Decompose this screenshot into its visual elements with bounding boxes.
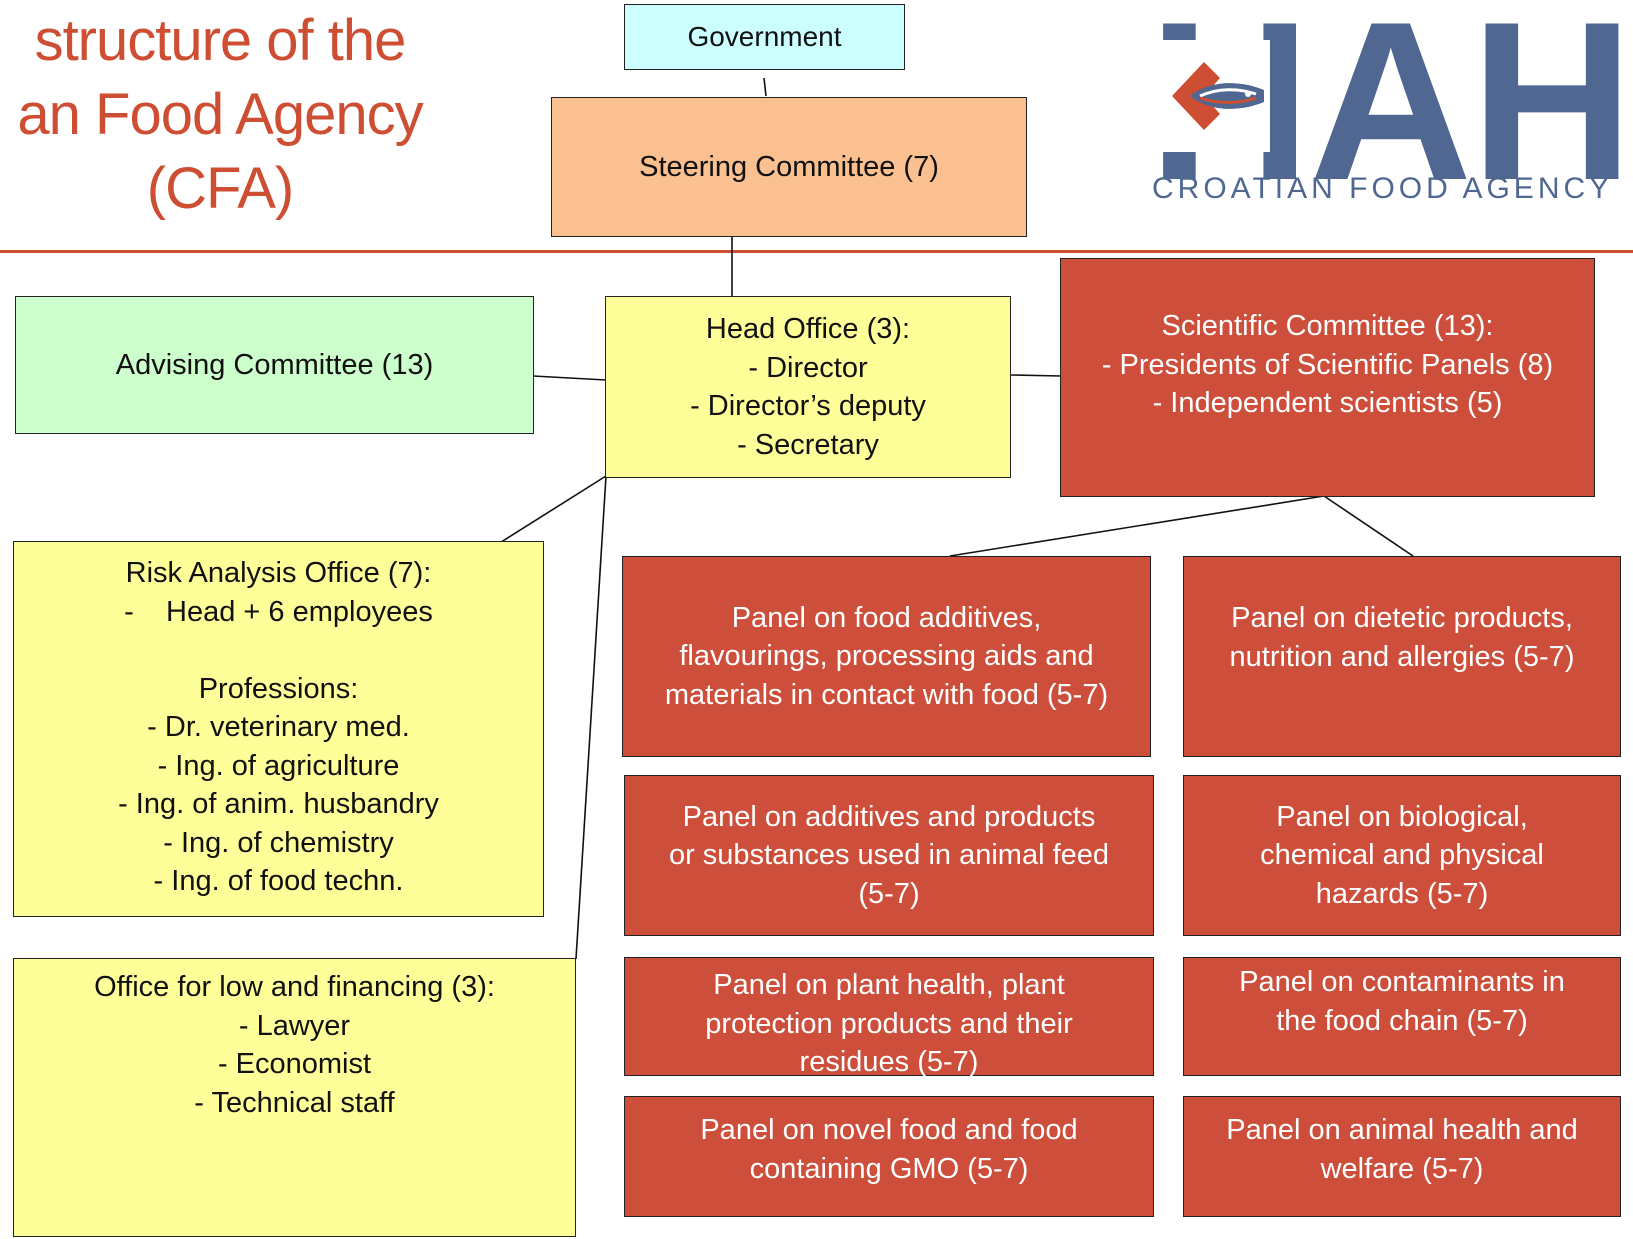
- scientific-committee-line: Scientific Committee (13):: [1161, 310, 1494, 342]
- head-office-line: Head Office (3):: [705, 313, 911, 345]
- scientific-committee-line: - Presidents of Scientific Panels (8): [1101, 348, 1554, 381]
- risk-office-line: [14, 631, 543, 670]
- risk-office-line: - Ing. of food techn.: [153, 865, 404, 897]
- finance-office-line: - Technical staff: [194, 1086, 395, 1119]
- title-line-1: structure of the: [34, 8, 407, 73]
- panel-line: materials in contact with food (5-7): [664, 678, 1109, 711]
- title-line-2: an Food Agency: [17, 82, 423, 147]
- panel-food-additives-box: Panel on food additives, flavourings, pr…: [622, 556, 1151, 757]
- croatian-food-agency-logo: HAH CROATIAN FOOD AGENCY: [1148, 0, 1633, 214]
- risk-office-line: - Dr. veterinary med.: [147, 711, 410, 743]
- steering-committee-box: Steering Committee (7): [551, 97, 1027, 237]
- panel-animal-feed-box: Panel on additives and products or subst…: [624, 775, 1154, 936]
- panel-contaminants-box: Panel on contaminants in the food chain …: [1183, 957, 1621, 1076]
- panel-line: Panel on plant health, plant: [713, 969, 1065, 1001]
- risk-office-line: - Ing. of anim. husbandry: [118, 788, 439, 820]
- panel-line: hazards (5-7): [1315, 877, 1489, 910]
- finance-office-line: - Economist: [217, 1048, 372, 1080]
- connector-head-finance: [575, 475, 607, 960]
- panel-line: nutrition and allergies (5-7): [1229, 640, 1575, 673]
- panel-plant-health-box: Panel on plant health, plant protection …: [624, 957, 1154, 1078]
- government-label: Government: [687, 20, 842, 52]
- connector-scientific-panel-left: [949, 495, 1325, 557]
- risk-office-line: - Ing. of chemistry: [163, 826, 394, 859]
- advising-committee-label: Advising Committee (13): [115, 348, 434, 381]
- risk-office-line: - Ing. of agriculture: [157, 749, 400, 782]
- advising-committee-box: Advising Committee (13): [15, 296, 534, 434]
- head-office-line: - Director: [748, 351, 868, 384]
- connector-government-steering: [763, 77, 767, 97]
- risk-analysis-office-box: Risk Analysis Office (7): - Head + 6 emp…: [13, 541, 544, 917]
- logo-subtitle: CROATIAN FOOD AGENCY: [1152, 172, 1614, 205]
- panel-line: chemical and physical: [1260, 839, 1544, 872]
- scientific-committee-box: Scientific Committee (13): - Presidents …: [1060, 258, 1595, 497]
- scientific-committee-line: - Independent scientists (5): [1152, 387, 1503, 419]
- panel-line: welfare (5-7): [1320, 1152, 1484, 1185]
- panel-line: Panel on food additives,: [731, 601, 1042, 634]
- panel-biological-hazards-box: Panel on biological, chemical and physic…: [1183, 775, 1621, 936]
- finance-office-line: Office for low and financing (3):: [94, 971, 495, 1003]
- connector-head-scientific: [1010, 374, 1062, 377]
- panel-line: Panel on dietetic products,: [1231, 602, 1573, 634]
- panel-line: the food chain (5-7): [1276, 1004, 1528, 1037]
- slide-title: structure of the an Food Agency (CFA): [0, 4, 440, 226]
- panel-line: containing GMO (5-7): [749, 1152, 1029, 1185]
- finance-office-box: Office for low and financing (3): - Lawy…: [13, 958, 576, 1237]
- risk-office-line: Professions:: [198, 672, 359, 705]
- steering-committee-label: Steering Committee (7): [639, 150, 939, 183]
- connector-scientific-panel-right: [1323, 495, 1414, 557]
- panel-line: or substances used in animal feed: [668, 839, 1110, 872]
- panel-line: (5-7): [858, 877, 920, 910]
- panel-line: flavourings, processing aids and: [679, 640, 1094, 673]
- head-office-line: - Director’s deputy: [690, 390, 926, 422]
- risk-office-line: Risk Analysis Office (7):: [125, 557, 432, 589]
- panel-line: Panel on additives and products: [682, 800, 1096, 833]
- panel-dietetic-products-box: Panel on dietetic products, nutrition an…: [1183, 556, 1621, 757]
- panel-line: Panel on contaminants in: [1239, 966, 1565, 998]
- panel-line: Panel on animal health and: [1226, 1114, 1578, 1146]
- head-office-line: - Secretary: [737, 428, 879, 461]
- fish-emblem-icon: [1160, 40, 1270, 152]
- panel-line: Panel on novel food and food: [700, 1114, 1078, 1146]
- panel-animal-health-box: Panel on animal health and welfare (5-7): [1183, 1096, 1621, 1217]
- risk-office-line: - Head + 6 employees: [124, 595, 433, 628]
- panel-line: residues (5-7): [799, 1046, 979, 1078]
- finance-office-line: - Lawyer: [238, 1009, 351, 1042]
- connector-advising-head: [532, 375, 607, 381]
- panel-novel-food-box: Panel on novel food and food containing …: [624, 1096, 1154, 1217]
- head-office-box: Head Office (3): - Director - Director’s…: [605, 296, 1011, 478]
- title-divider: [0, 250, 1633, 253]
- title-line-3: (CFA): [146, 156, 294, 221]
- panel-line: Panel on biological,: [1276, 800, 1528, 833]
- panel-line: protection products and their: [705, 1007, 1073, 1040]
- government-box: Government: [624, 4, 905, 70]
